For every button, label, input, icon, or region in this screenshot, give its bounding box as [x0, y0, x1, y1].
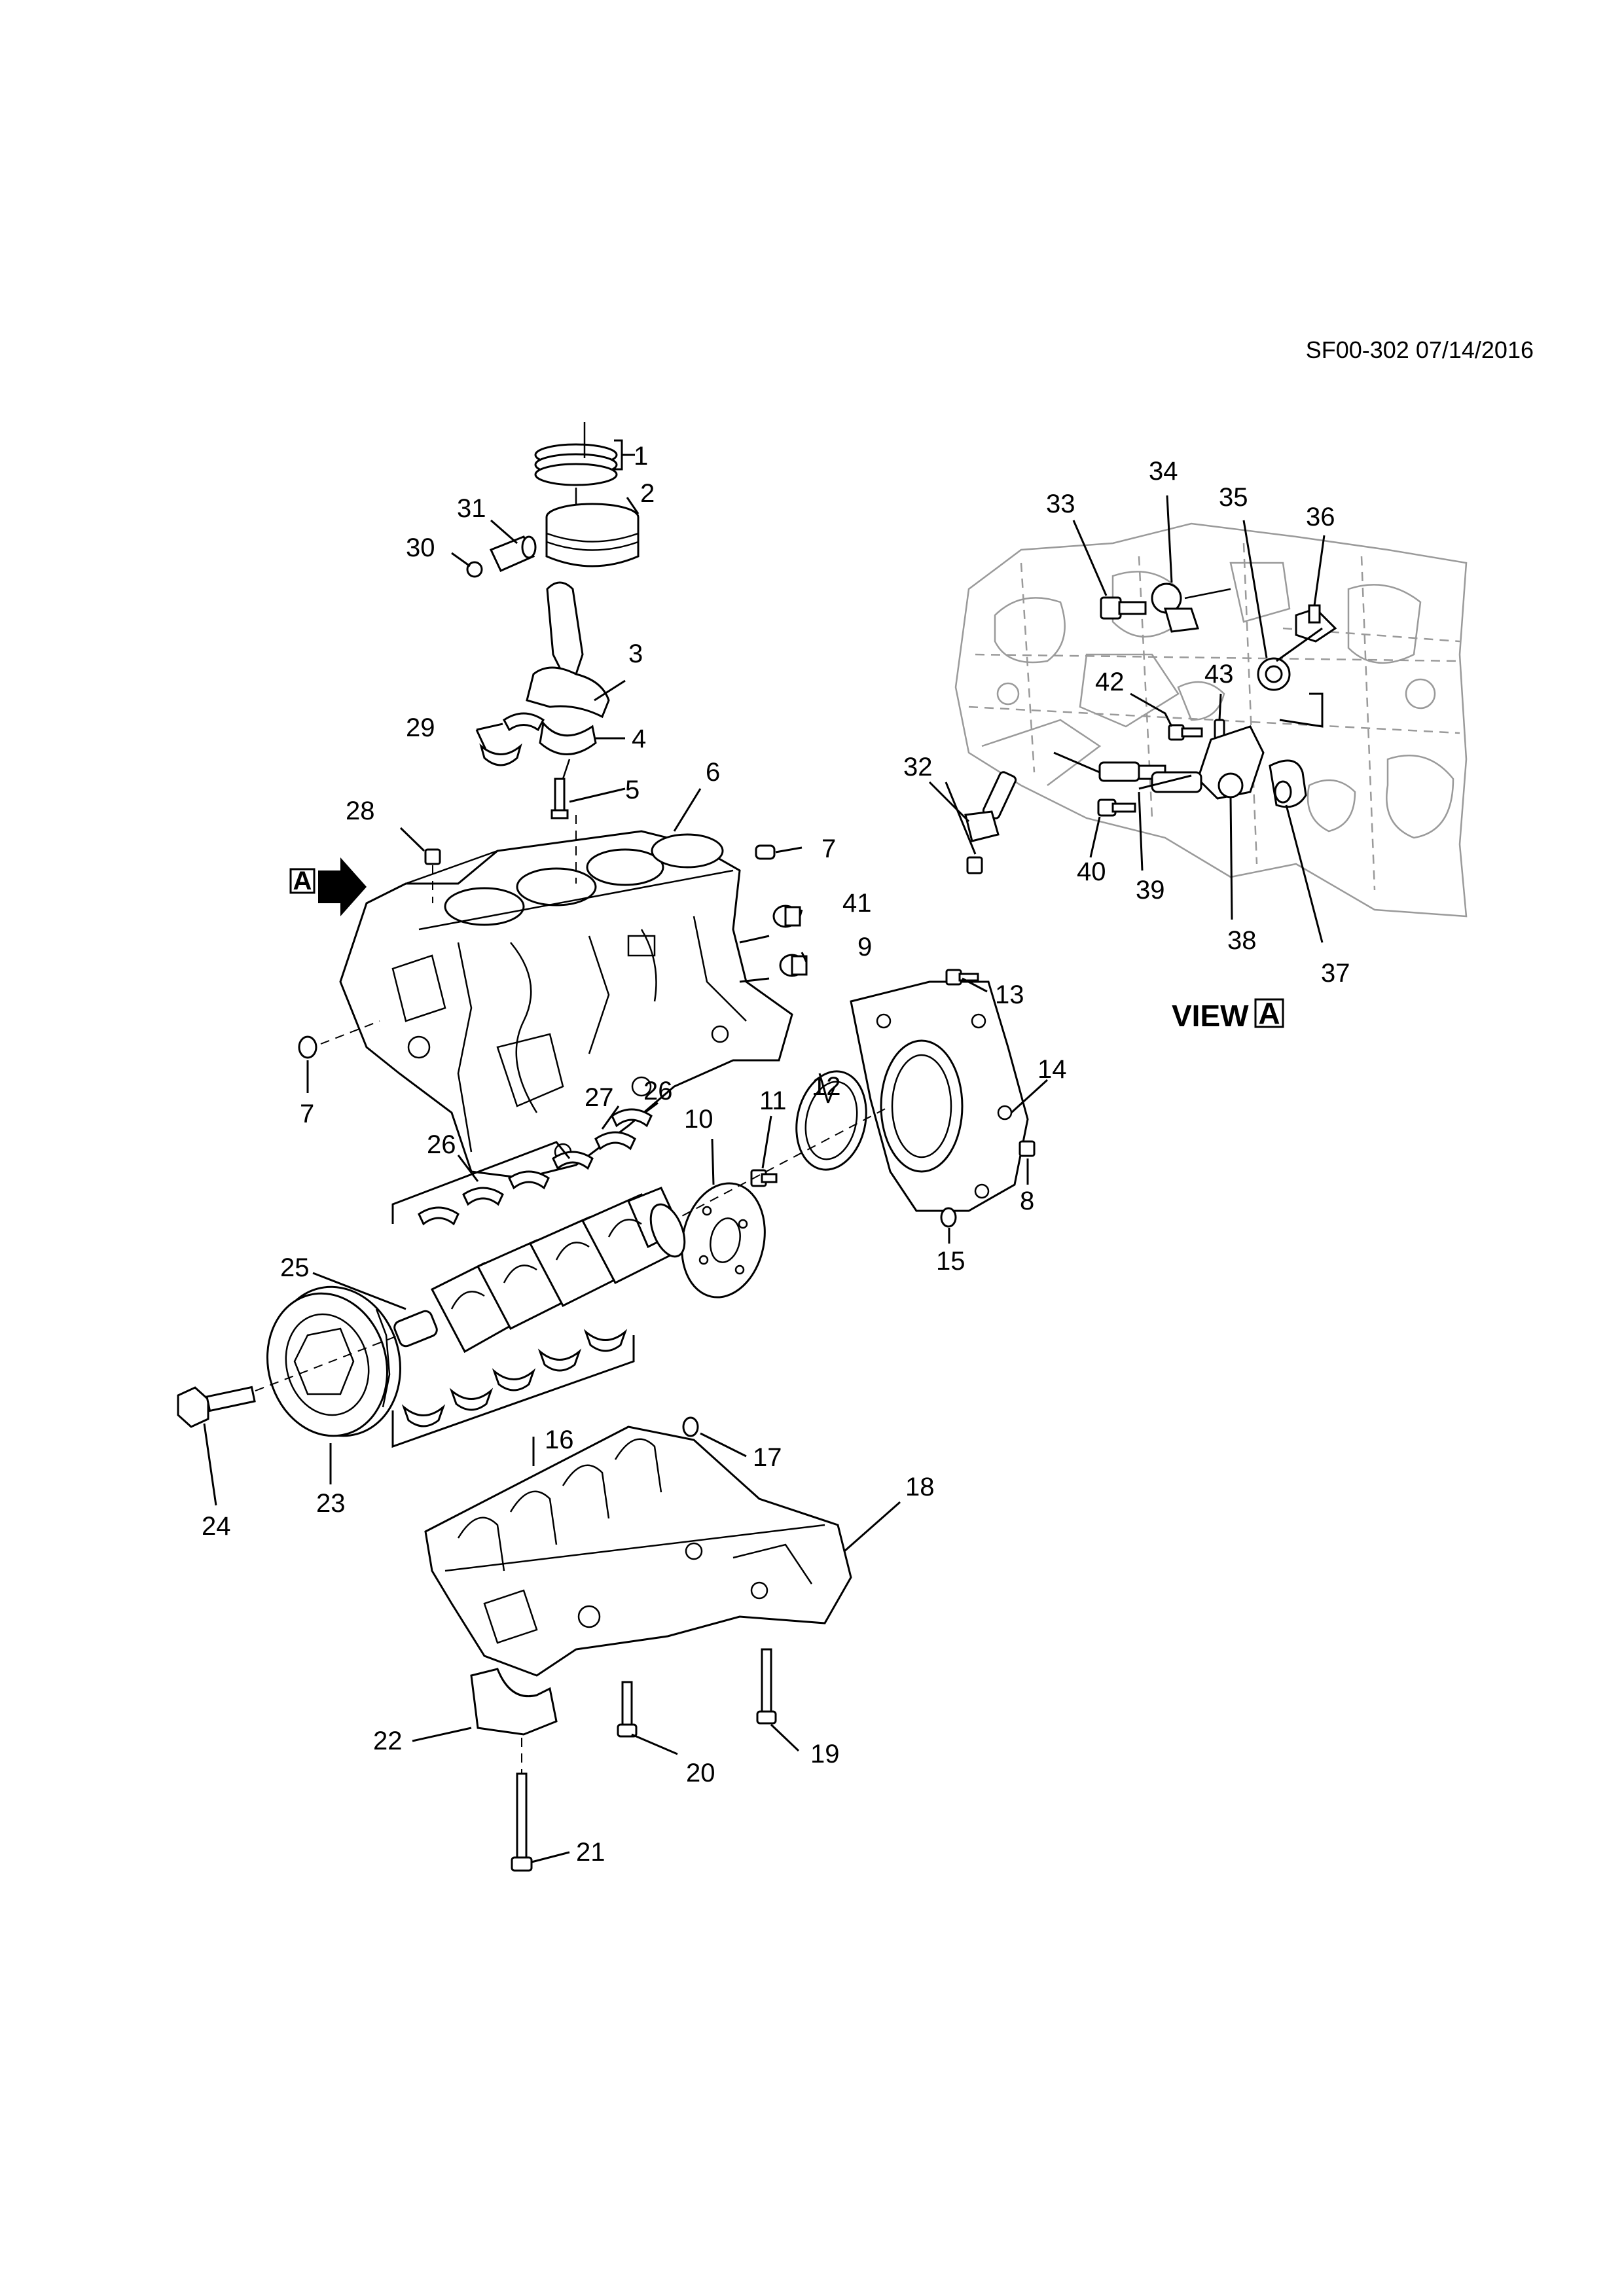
reluctor-wheel-10 — [681, 1182, 766, 1299]
callout-40: 40 — [1077, 857, 1106, 886]
rod-bolt-5 — [550, 778, 569, 819]
seal-37 — [1269, 759, 1307, 808]
seal-35 — [1257, 657, 1291, 691]
callout-34: 34 — [1149, 457, 1178, 486]
callout-42: 42 — [1095, 668, 1125, 696]
view-a-sensor-assembly — [964, 583, 1337, 874]
callout-26-left: 26 — [427, 1130, 456, 1159]
bolt-8 — [1019, 1140, 1036, 1157]
sleeve-9 — [779, 954, 808, 977]
callout-39: 39 — [1136, 876, 1165, 905]
piston-pin-31 — [489, 535, 537, 572]
callout-3: 3 — [628, 639, 643, 668]
reference-code: SF00-302 07/14/2016 — [1306, 336, 1534, 363]
callout-1: 1 — [634, 442, 648, 471]
dowel-7-bottom — [298, 1035, 317, 1059]
bolt-33 — [1100, 596, 1147, 620]
callout-22: 22 — [373, 1727, 403, 1755]
view-a-engine-block-background — [954, 522, 1468, 918]
callout-29: 29 — [406, 713, 435, 742]
main-bearings-upper-26 — [418, 1108, 653, 1226]
crankshaft-25 — [393, 1187, 686, 1354]
callout-33: 33 — [1046, 490, 1075, 518]
callout-4: 4 — [632, 725, 646, 753]
view-a-label: VIEW A — [1172, 996, 1284, 1033]
callout-5: 5 — [625, 776, 640, 804]
callout-24: 24 — [202, 1512, 231, 1541]
callout-20: 20 — [686, 1759, 715, 1787]
callout-18: 18 — [905, 1473, 935, 1501]
callout-16: 16 — [545, 1426, 574, 1454]
callout-26-right: 26 — [643, 1077, 673, 1105]
callout-7-top: 7 — [821, 834, 836, 863]
callout-9: 9 — [857, 933, 872, 961]
callout-8: 8 — [1020, 1187, 1034, 1215]
knock-sensor-34 — [1151, 583, 1231, 633]
callout-14: 14 — [1038, 1055, 1067, 1084]
main-bearing-cap-22 — [470, 1668, 558, 1736]
callout-38: 38 — [1227, 926, 1257, 955]
bolt-20 — [617, 1681, 638, 1738]
callout-35: 35 — [1219, 483, 1248, 512]
callout-10: 10 — [684, 1105, 713, 1134]
callout-7-bottom: 7 — [300, 1100, 314, 1128]
piston-2 — [545, 503, 640, 567]
plug-15 — [940, 1207, 957, 1228]
callout-17: 17 — [753, 1443, 782, 1472]
callout-23: 23 — [316, 1489, 346, 1518]
retaining-clip-30 — [466, 561, 483, 578]
view-label-text: VIEW — [1172, 999, 1249, 1033]
callout-2: 2 — [640, 479, 655, 508]
plug-28 — [424, 848, 441, 865]
callout-19: 19 — [810, 1740, 840, 1768]
callout-30: 30 — [406, 533, 435, 562]
piston-rings-1 — [534, 443, 618, 486]
connecting-rod-3 — [526, 581, 610, 719]
bolt-42 — [1168, 724, 1203, 741]
rod-cap-4 — [539, 721, 597, 755]
callout-28: 28 — [346, 797, 375, 825]
bolt-21 — [511, 1772, 533, 1872]
sensor-36 — [1295, 604, 1337, 643]
bolt-17 — [682, 1416, 699, 1437]
callout-labels: 1 2 3 4 5 6 7 7 8 9 10 11 12 13 14 15 16… — [202, 442, 1350, 1867]
rod-bearings-29 — [479, 712, 545, 766]
balancer-bolt-24 — [177, 1386, 256, 1428]
callout-21: 21 — [576, 1838, 605, 1867]
rear-cover-14 — [850, 980, 1029, 1212]
callout-25: 25 — [280, 1253, 310, 1282]
leader-lines — [203, 439, 1326, 1863]
callout-37: 37 — [1321, 959, 1350, 988]
bolt-19 — [756, 1648, 777, 1725]
callout-27: 27 — [585, 1083, 614, 1112]
main-bearings-lower-16 — [401, 1329, 628, 1427]
callout-13: 13 — [995, 980, 1024, 1009]
crankshaft-balancer-23 — [266, 1285, 401, 1437]
lower-crankcase-18 — [424, 1426, 852, 1677]
bolt-11 — [750, 1169, 778, 1187]
callout-31: 31 — [457, 494, 486, 523]
callout-12: 12 — [812, 1072, 841, 1101]
dowel-7-top — [755, 844, 776, 860]
view-a-arrow: A — [289, 857, 367, 916]
callout-6: 6 — [706, 758, 720, 787]
callout-32: 32 — [903, 753, 933, 781]
crankshaft-rear-seal-12 — [795, 1070, 867, 1171]
sleeve-41 — [772, 905, 801, 928]
callout-43: 43 — [1204, 660, 1234, 689]
bolt-13 — [945, 969, 979, 986]
callout-36: 36 — [1306, 503, 1335, 531]
sensor-32 — [964, 771, 1017, 874]
solenoid-39 — [1098, 761, 1202, 793]
callout-15: 15 — [936, 1247, 965, 1276]
callout-41: 41 — [842, 889, 872, 918]
callout-11: 11 — [759, 1086, 787, 1115]
arrow-a-letter: A — [293, 867, 312, 895]
bolt-40 — [1097, 798, 1136, 817]
view-label-letter: A — [1258, 996, 1280, 1030]
engine-block-6 — [339, 830, 793, 1179]
